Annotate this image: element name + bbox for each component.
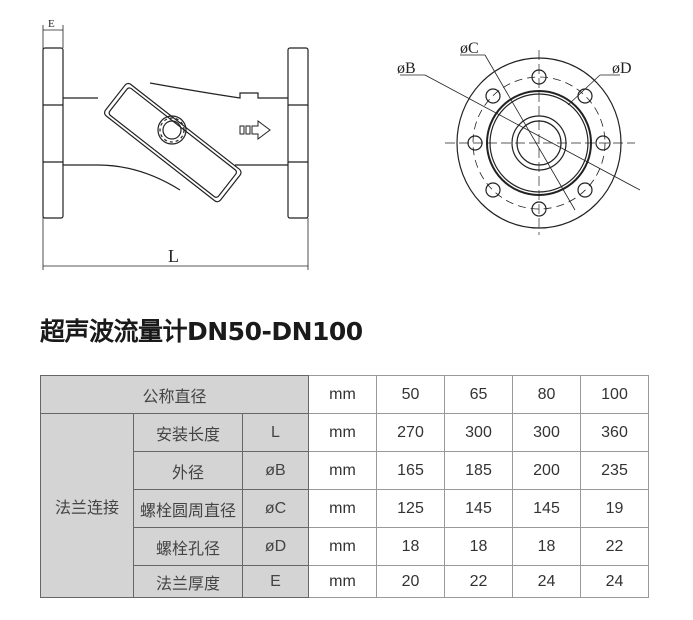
- row-unit: mm: [308, 413, 377, 452]
- dimension-l-label: L: [168, 246, 179, 266]
- value-cell: 300: [512, 413, 581, 452]
- row-symbol: øB: [242, 451, 309, 490]
- row-name: 螺栓孔径: [133, 527, 243, 566]
- dimension-c-label: øC: [460, 40, 479, 57]
- flowmeter-drawing: E L øB øC øD: [42, 18, 641, 270]
- value-cell: 20: [376, 565, 445, 598]
- value-cell: 22: [580, 527, 649, 566]
- value-cell: 125: [376, 489, 445, 528]
- value-cell: 18: [376, 527, 445, 566]
- size-cell: 100: [580, 375, 649, 414]
- value-cell: 200: [512, 451, 581, 490]
- value-cell: 235: [580, 451, 649, 490]
- spec-table: 公称直径 mm 50 65 80 100 法兰连接 安装长度 L mm 270 …: [40, 375, 649, 598]
- dimension-b-label: øB: [397, 60, 416, 77]
- nominal-diameter-label: 公称直径: [40, 375, 309, 414]
- row-unit: mm: [308, 489, 377, 528]
- unit-cell: mm: [308, 375, 377, 414]
- value-cell: 19: [580, 489, 649, 528]
- value-cell: 360: [580, 413, 649, 452]
- row-unit: mm: [308, 565, 377, 598]
- table-row: 螺栓孔径 øD mm 18 18 18 22: [41, 527, 649, 566]
- value-cell: 145: [512, 489, 581, 528]
- row-name: 安装长度: [133, 413, 243, 452]
- row-unit: mm: [308, 451, 377, 490]
- row-name: 外径: [133, 451, 243, 490]
- size-cell: 80: [512, 375, 581, 414]
- value-cell: 22: [444, 565, 513, 598]
- value-cell: 24: [580, 565, 649, 598]
- row-symbol: øC: [242, 489, 309, 528]
- value-cell: 270: [376, 413, 445, 452]
- row-symbol: E: [242, 565, 309, 598]
- value-cell: 18: [512, 527, 581, 566]
- value-cell: 145: [444, 489, 513, 528]
- dimension-d-label: øD: [612, 60, 632, 77]
- row-symbol: L: [242, 413, 309, 452]
- row-name: 螺栓圆周直径: [133, 489, 243, 528]
- row-symbol: øD: [242, 527, 309, 566]
- value-cell: 165: [376, 451, 445, 490]
- flange-connection-label: 法兰连接: [40, 413, 134, 598]
- row-unit: mm: [308, 527, 377, 566]
- row-name: 法兰厚度: [133, 565, 243, 598]
- front-view: øB øC øD: [397, 40, 641, 235]
- page-title: 超声波流量计DN50-DN100: [40, 317, 363, 346]
- dimension-e-label: E: [48, 18, 55, 30]
- value-cell: 18: [444, 527, 513, 566]
- table-header-row: 公称直径 mm 50 65 80 100: [40, 375, 649, 414]
- size-cell: 50: [376, 375, 445, 414]
- size-cell: 65: [444, 375, 513, 414]
- table-row: 法兰厚度 E mm 20 22 24 24: [41, 565, 649, 598]
- value-cell: 185: [444, 451, 513, 490]
- side-view: E L: [42, 18, 309, 270]
- table-row: 外径 øB mm 165 185 200 235: [41, 451, 649, 490]
- table-row: 法兰连接 安装长度 L mm 270 300 300 360: [40, 413, 649, 598]
- value-cell: 300: [444, 413, 513, 452]
- value-cell: 24: [512, 565, 581, 598]
